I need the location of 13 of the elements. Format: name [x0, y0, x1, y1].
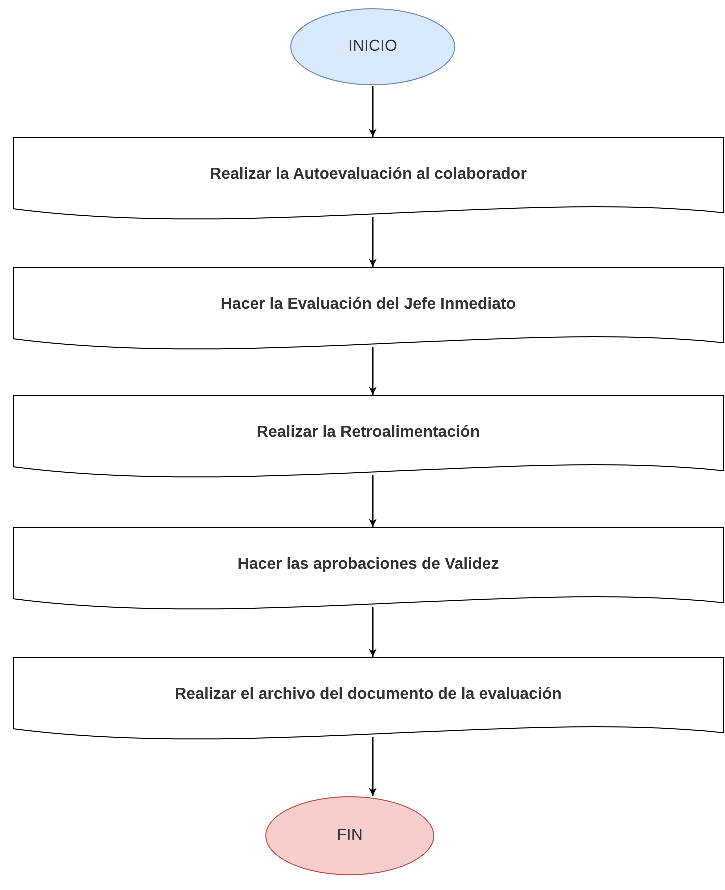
node-label: Hacer las aprobaciones de Validez: [238, 555, 500, 575]
arrow: [369, 737, 377, 796]
node-label: FIN: [337, 826, 363, 846]
node-label: Realizar la Autoevaluación al colaborador: [210, 165, 527, 185]
node-label: Hacer la Evaluación del Jefe Inmediato: [220, 295, 516, 315]
arrow: [369, 217, 377, 267]
arrow: [369, 86, 377, 137]
arrow: [369, 607, 377, 657]
arrow: [369, 347, 377, 395]
node-label: Realizar la Retroalimentación: [256, 423, 480, 443]
node-label: Realizar el archivo del documento de la evaluación: [175, 685, 562, 705]
arrow: [369, 475, 377, 527]
node-label: INICIO: [348, 37, 398, 57]
